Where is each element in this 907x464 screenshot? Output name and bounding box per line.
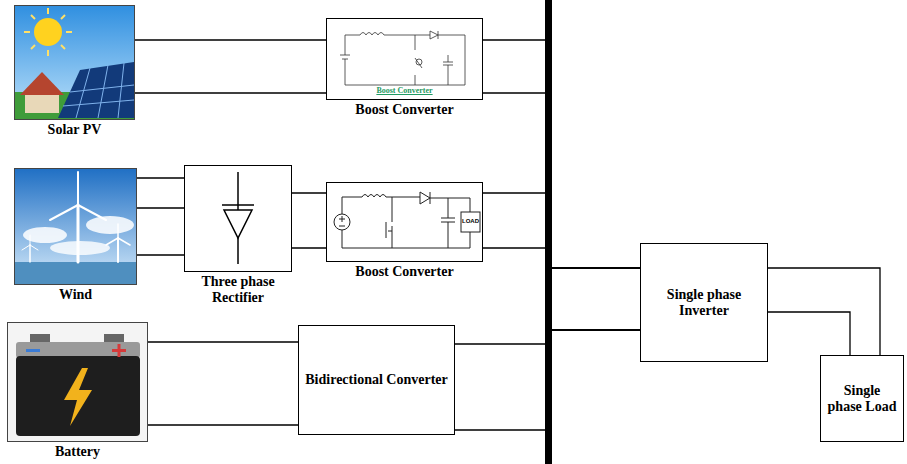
illustration-part	[14, 168, 137, 285]
illustration-part	[415, 31, 465, 85]
boost-circuit-symbol	[334, 192, 480, 248]
illustration-part	[441, 198, 455, 248]
illustration-part	[14, 262, 137, 285]
illustration-part	[224, 210, 252, 238]
node-label: Bidirectional Converter	[305, 372, 447, 388]
load-box: Single phase Load	[820, 355, 904, 442]
boost-converter-box: Boost ConverterBoost Converter	[326, 18, 483, 100]
illustration-part	[34, 18, 62, 46]
power-wire	[148, 342, 298, 425]
bidirectional-converter-box: Bidirectional Converter	[298, 325, 455, 435]
illustration-part	[25, 95, 59, 113]
boost-circuit-symbol	[340, 31, 465, 85]
illustration-part	[22, 172, 130, 262]
illustration-part	[118, 238, 130, 245]
illustration-part	[30, 245, 38, 250]
node-label: Battery	[0, 444, 158, 460]
illustration-part	[339, 216, 345, 226]
illustration-part	[106, 238, 118, 245]
illustration-part	[86, 216, 134, 234]
solar-pv-source: Solar PV	[14, 5, 135, 120]
illustration-part	[98, 65, 108, 118]
power-wire	[455, 268, 640, 430]
illustration-part	[222, 204, 254, 206]
illustration-part	[31, 45, 35, 49]
illustration-part	[24, 8, 72, 56]
node-label: Boost Converter	[305, 102, 505, 118]
wind-illustration	[14, 168, 137, 285]
illustration-part	[77, 172, 79, 205]
illustration-part	[47, 50, 49, 56]
wind-source: Wind	[14, 168, 137, 285]
illustration-part	[340, 35, 415, 85]
illustration-part	[26, 349, 40, 352]
power-wire	[135, 40, 326, 93]
illustration-part	[345, 33, 430, 51]
illustration-part	[66, 31, 72, 33]
power-wire	[483, 193, 640, 330]
inverter-box: Single phase Inverter	[640, 243, 768, 362]
illustration-part	[334, 214, 350, 230]
illustration-part	[386, 197, 392, 248]
illustration-part	[7, 322, 148, 442]
illustration-part	[16, 342, 140, 358]
illustration-part	[14, 5, 135, 120]
circuit-title: Boost Converter	[327, 86, 482, 95]
illustration-part	[29, 245, 31, 262]
illustration-part	[117, 224, 119, 238]
node-label: Solar PV	[0, 122, 155, 138]
illustration-part	[61, 45, 65, 49]
battery-source: Battery	[7, 322, 148, 442]
power-wire	[483, 40, 640, 330]
node-label: Single phase Load	[827, 383, 897, 415]
illustration-part	[24, 31, 30, 33]
node-label: Boost Converter	[305, 264, 505, 280]
illustration-part	[342, 195, 420, 215]
illustration-part	[443, 55, 453, 85]
illustration-part	[64, 368, 92, 426]
load-label: LOAD	[461, 218, 480, 225]
illustration-part	[416, 59, 422, 65]
illustration-part	[31, 15, 35, 19]
illustration-part	[76, 68, 90, 118]
illustration-part	[58, 62, 134, 118]
illustration-part	[22, 245, 30, 250]
power-wire	[137, 178, 184, 255]
illustration-part	[118, 344, 121, 357]
illustration-part	[461, 212, 480, 232]
node-label: Single phase Inverter	[647, 287, 761, 319]
illustration-part	[77, 205, 80, 262]
illustration-part	[63, 100, 134, 106]
illustration-part	[50, 241, 110, 255]
illustration-part	[20, 72, 64, 95]
illustration-part	[70, 85, 134, 92]
illustration-part	[30, 235, 31, 245]
illustration-part	[117, 238, 119, 262]
power-wire	[768, 268, 880, 355]
illustration-part	[342, 230, 470, 248]
illustration-part	[63, 63, 134, 118]
solar-illustration	[14, 5, 135, 120]
power-wire	[292, 193, 326, 248]
illustration-part	[47, 8, 49, 14]
node-label: Wind	[0, 287, 156, 303]
illustration-part	[16, 356, 140, 436]
illustration-part	[78, 205, 106, 220]
illustration-part	[118, 63, 124, 118]
node-label: Three phase Rectifier	[184, 274, 292, 306]
illustration-part	[61, 15, 65, 19]
battery-illustration	[7, 322, 148, 442]
illustration-part	[420, 192, 470, 212]
diode-symbol	[222, 172, 254, 264]
illustration-part	[50, 205, 78, 220]
rectifier-box: Three phase Rectifier	[184, 165, 292, 272]
boost-converter-box: Boost Converter	[326, 182, 483, 262]
